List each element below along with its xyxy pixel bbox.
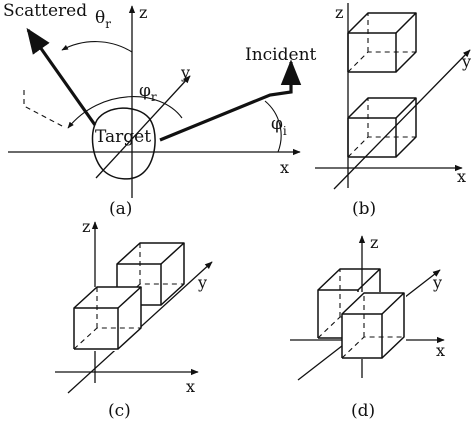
incident-arrow <box>159 59 302 142</box>
phi-i-label: φi <box>271 114 287 138</box>
panel-b-axis-z-label: z <box>335 3 343 22</box>
scattered-projection-line <box>23 90 65 128</box>
panel-b-axes <box>315 3 471 190</box>
theta-r-arc <box>61 41 133 53</box>
panel-b-axis-x-label: x <box>457 167 466 186</box>
panel-b-cube-top <box>347 12 417 73</box>
phi-r-label: φr <box>139 81 157 104</box>
caption-c: (c) <box>108 401 131 421</box>
phi-i-arc <box>264 100 282 153</box>
panel-d-axis-x-label: x <box>436 341 445 360</box>
panel-c-axis-x-label: x <box>186 377 195 396</box>
panel-c-axis-y-label: y <box>197 273 207 292</box>
caption-b: (b) <box>352 199 376 219</box>
target-blob <box>91 107 156 180</box>
panel-d-axis-y-label: y <box>432 273 442 292</box>
incident-label: Incident <box>245 45 317 65</box>
caption-a: (a) <box>109 199 132 219</box>
panel-a-axis-x-label: x <box>280 158 289 177</box>
panel-c: z y x (c) <box>55 217 213 421</box>
scattered-label: Scattered <box>3 1 87 21</box>
panel-a-axis-z-label: z <box>139 3 147 22</box>
theta-r-label: θr <box>95 8 111 31</box>
panel-a: x y z Target Scattered Incident θr φr φi… <box>3 1 317 219</box>
panel-d: z y x (d) <box>290 233 445 421</box>
phi-r-arc <box>67 96 183 129</box>
target-label: Target <box>95 127 151 147</box>
panel-b: z y x (b) <box>315 3 471 219</box>
panel-c-cube-front <box>73 286 142 351</box>
panel-b-axis-y-label: y <box>461 52 471 71</box>
caption-d: (d) <box>351 401 375 421</box>
scattered-arrow <box>26 27 97 126</box>
panel-d-cube-front <box>341 292 406 359</box>
panel-b-cube-bottom <box>347 97 417 158</box>
panel-a-axis-y-label: y <box>180 63 190 82</box>
panel-d-axis-z-label: z <box>370 233 378 252</box>
panel-c-axis-z-label: z <box>82 217 90 236</box>
